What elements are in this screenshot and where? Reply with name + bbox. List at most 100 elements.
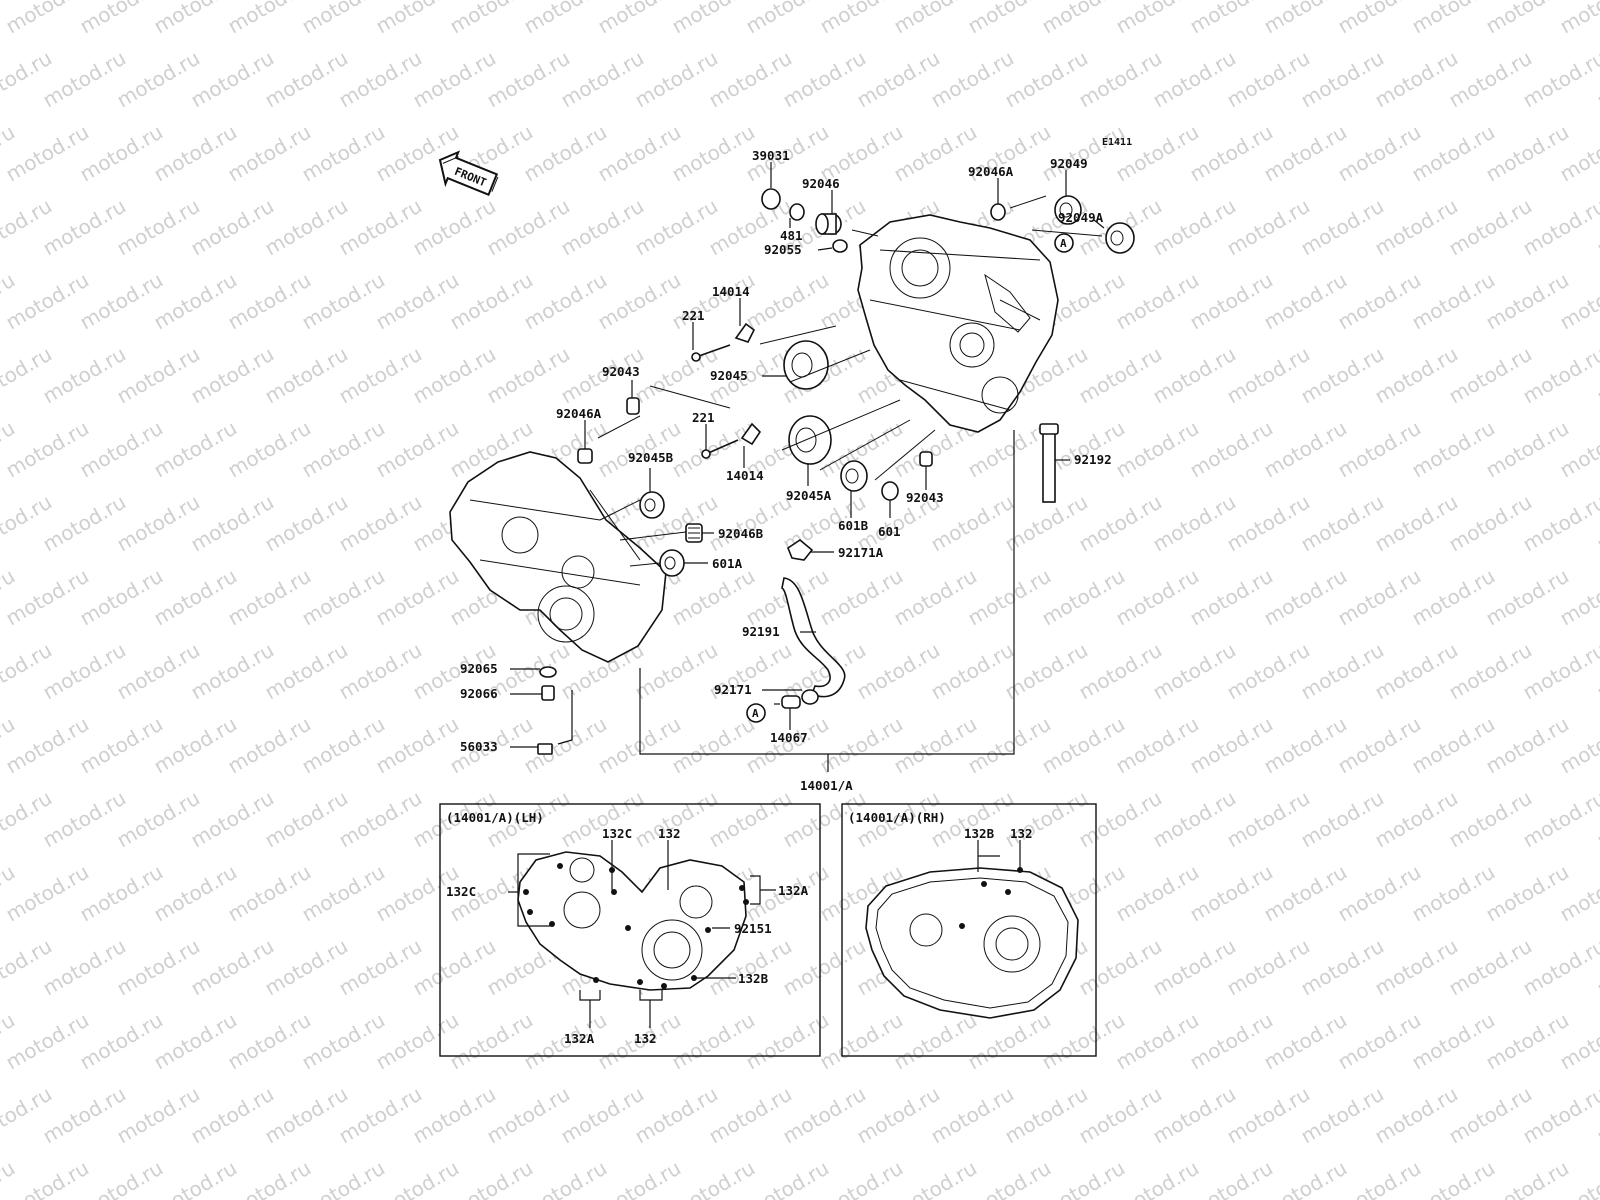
label-92045A: 92045A	[786, 488, 832, 503]
label-92066: 92066	[460, 686, 498, 701]
watermark-text: motod.ru	[409, 46, 500, 113]
watermark-text: motod.ru	[1149, 1082, 1240, 1149]
watermark-text: motod.ru	[1075, 490, 1166, 557]
watermark-text: motod.ru	[1223, 490, 1314, 557]
watermark-text: motod.ru	[668, 564, 759, 631]
part-92046A-top	[990, 203, 1006, 221]
watermark-text: motod.ru	[335, 1082, 426, 1149]
watermark-text: motod.ru	[742, 1008, 833, 1075]
watermark-text: motod.ru	[76, 712, 167, 779]
watermark-text: motod.ru	[557, 1082, 648, 1149]
watermark-text: motod.ru	[187, 934, 278, 1001]
watermark-text: motod.ru	[1075, 786, 1166, 853]
watermark-text: motod.ru	[1297, 786, 1388, 853]
watermark-text: motod.ru	[39, 786, 130, 853]
part-92049A	[1105, 222, 1135, 254]
watermark-text: motod.ru	[187, 490, 278, 557]
watermark-text: motod.ru	[927, 638, 1018, 705]
watermark-text: motod.ru	[1334, 860, 1425, 927]
watermark-text: motod.ru	[631, 194, 722, 261]
watermark-text: motod.ru	[1112, 416, 1203, 483]
watermark-text: motod.ru	[779, 1082, 870, 1149]
label-601A: 601A	[712, 556, 743, 571]
watermark-text: motod.ru	[1001, 1082, 1092, 1149]
watermark-text: motod.ru	[298, 564, 389, 631]
svg-text:A: A	[1060, 237, 1067, 250]
watermark-text: motod.ru	[1260, 1008, 1351, 1075]
watermark-text: motod.ru	[1186, 1008, 1277, 1075]
watermark-text: motod.ru	[224, 1008, 315, 1075]
watermark-text: motod.ru	[1408, 1008, 1499, 1075]
watermark-text: motod.ru	[1371, 934, 1462, 1001]
watermark-text: motod.ru	[298, 268, 389, 335]
watermark-text: motod.ru	[224, 416, 315, 483]
watermark-text: motod.ru	[1519, 1082, 1600, 1149]
watermark-text: motod.ru	[631, 1082, 722, 1149]
watermark-text: motod.ru	[113, 490, 204, 557]
watermark-text: motod.ru	[261, 786, 352, 853]
watermark-text: motod.ru	[1186, 860, 1277, 927]
part-92045A	[788, 415, 832, 465]
watermark-text: motod.ru	[1371, 490, 1462, 557]
part-221-mid	[701, 439, 739, 459]
watermark-text: motod.ru	[1149, 342, 1240, 409]
bolt-dots-lh	[523, 863, 749, 989]
watermark-text: motod.ru	[816, 1008, 907, 1075]
label-92046A-left: 92046A	[556, 406, 602, 421]
label-92171: 92171	[714, 682, 752, 697]
watermark-text: motod.ru	[39, 934, 130, 1001]
inset-lh-132C-left: 132C	[446, 884, 476, 899]
watermark-text: motod.ru	[409, 342, 500, 409]
watermark-text: motod.ru	[668, 120, 759, 187]
watermark-text: motod.ru	[224, 712, 315, 779]
watermark-text: motod.ru	[261, 490, 352, 557]
watermark-text: motod.ru	[1223, 342, 1314, 409]
watermark-text: motod.ru	[335, 490, 426, 557]
watermark-text: motod.ru	[113, 1082, 204, 1149]
watermark-text: motod.ru	[1334, 712, 1425, 779]
watermark-text: motod.ru	[1112, 120, 1203, 187]
watermark-text: motod.ru	[1445, 638, 1536, 705]
watermark-text: motod.ru	[39, 342, 130, 409]
label-481: 481	[780, 228, 803, 243]
watermark-text: motod.ru	[594, 120, 685, 187]
part-92192	[1039, 423, 1059, 503]
watermark-text: motod.ru	[816, 712, 907, 779]
part-14014-top	[734, 322, 756, 343]
watermark-text: motod.ru	[557, 194, 648, 261]
watermark-text: motod.ru	[483, 342, 574, 409]
watermark-text: motod.ru	[1334, 564, 1425, 631]
watermark-text: motod.ru	[1038, 120, 1129, 187]
watermark-text: motod.ru	[409, 934, 500, 1001]
watermark-text: motod.ru	[76, 860, 167, 927]
watermark-text: motod.ru	[1297, 342, 1388, 409]
watermark-text: motod.ru	[1482, 564, 1573, 631]
watermark-text: motod.ru	[1519, 786, 1600, 853]
watermark-text: motod.ru	[1408, 416, 1499, 483]
part-92045	[783, 340, 829, 390]
label-92043-left: 92043	[602, 364, 640, 379]
part-92043-left	[626, 397, 640, 415]
label-221-mid: 221	[692, 410, 715, 425]
watermark-text: motod.ru	[1371, 786, 1462, 853]
part-601B	[840, 460, 868, 492]
watermark-text: motod.ru	[261, 934, 352, 1001]
watermark-text: motod.ru	[372, 416, 463, 483]
part-92171	[801, 689, 819, 705]
label-39031: 39031	[752, 148, 790, 163]
watermark-text: motod.ru	[557, 786, 648, 853]
watermark-text: motod.ru	[1149, 490, 1240, 557]
watermark-text: motod.ru	[779, 934, 870, 1001]
watermark-text: motod.ru	[372, 564, 463, 631]
watermark-text: motod.ru	[2, 268, 93, 335]
watermark-text: motod.ru	[1260, 268, 1351, 335]
watermark-text: motod.ru	[742, 268, 833, 335]
label-92049: 92049	[1050, 156, 1088, 171]
watermark-text: motod.ru	[39, 46, 130, 113]
watermark-text: motod.ru	[113, 46, 204, 113]
watermark-text: motod.ru	[1334, 416, 1425, 483]
watermark-text: motod.ru	[1297, 194, 1388, 261]
watermark-text: motod.ru	[2, 416, 93, 483]
watermark-text: motod.ru	[2, 564, 93, 631]
watermark-text: motod.ru	[1186, 268, 1277, 335]
